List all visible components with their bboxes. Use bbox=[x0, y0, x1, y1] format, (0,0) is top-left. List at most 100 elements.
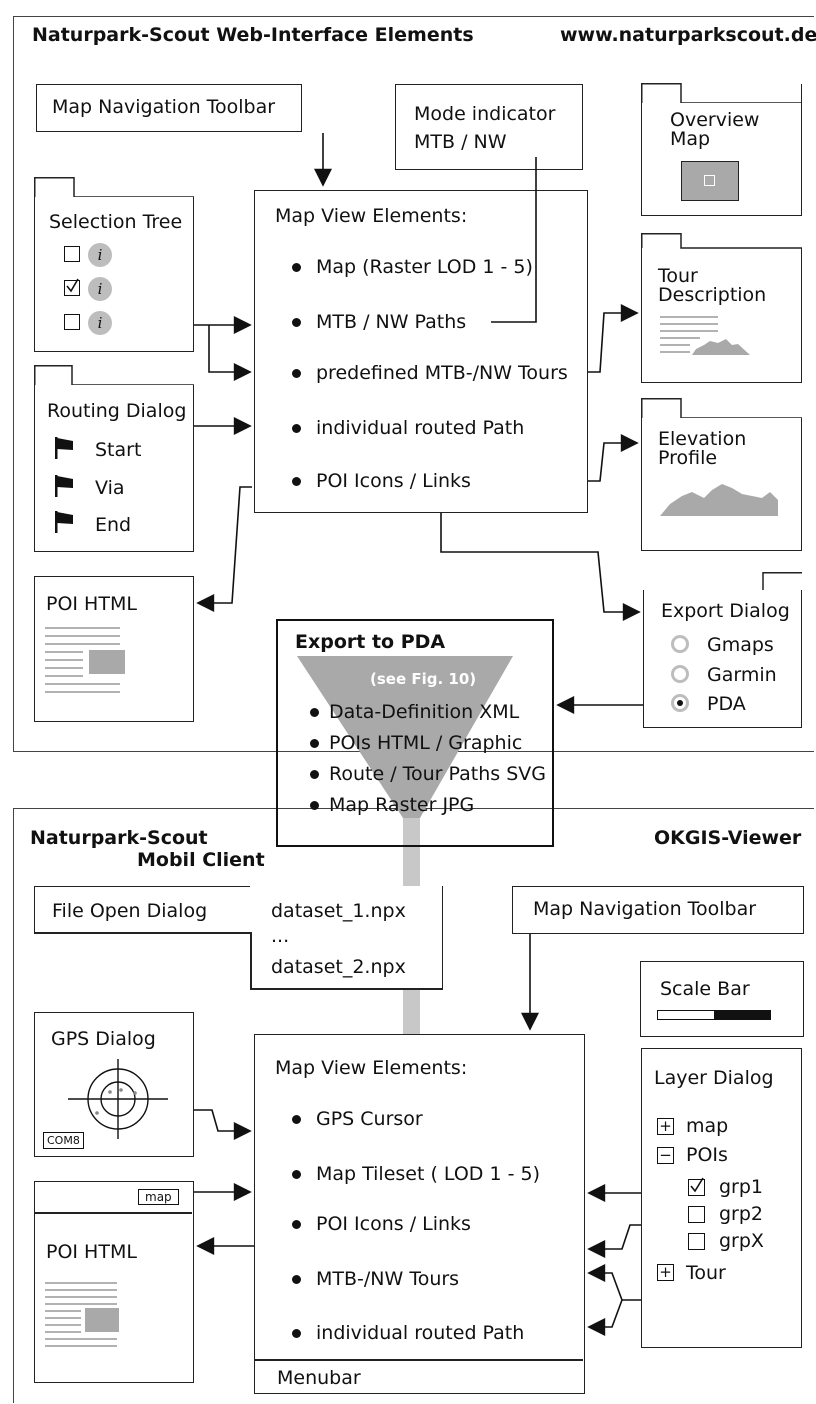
map-navigation-toolbar[interactable]: Map Navigation Toolbar bbox=[36, 84, 302, 132]
layer-dialog-panel[interactable]: Layer Dialog + map − POIs grp1 grp2 grpX… bbox=[641, 1048, 802, 1348]
layer-dialog-title: Layer Dialog bbox=[654, 1067, 774, 1089]
export-item-2: POIs HTML / Graphic bbox=[329, 732, 523, 754]
file-2[interactable]: dataset_2.npx bbox=[271, 956, 406, 978]
export-to-pda-note: (see Fig. 10) bbox=[370, 670, 477, 688]
map-tag[interactable]: map bbox=[138, 1189, 179, 1205]
gps-dialog-panel[interactable]: GPS Dialog COM8 bbox=[34, 1012, 194, 1157]
checkmark-icon bbox=[66, 278, 79, 293]
gps-dialog-title: GPS Dialog bbox=[51, 1028, 156, 1050]
overview-map-title-2: Map bbox=[670, 128, 711, 150]
radio-garmin[interactable] bbox=[671, 665, 689, 683]
info-icon[interactable]: i bbox=[88, 277, 112, 301]
poi-html-preview bbox=[45, 1282, 119, 1347]
elevation-profile-panel[interactable]: Elevation Profile bbox=[640, 398, 802, 551]
file-list[interactable] bbox=[250, 886, 443, 990]
mobile-map-item-5: individual routed Path bbox=[316, 1322, 525, 1344]
info-icon[interactable]: i bbox=[88, 243, 112, 267]
export-to-pda-box: Export to PDA (see Fig. 10) Data-Definit… bbox=[276, 619, 554, 847]
export-option-garmin: Garmin bbox=[707, 664, 777, 686]
export-option-gmaps: Gmaps bbox=[707, 634, 774, 656]
web-map-item-3: predefined MTB-/NW Tours bbox=[316, 362, 568, 384]
bullet bbox=[292, 263, 301, 272]
tour-description-preview bbox=[660, 316, 750, 355]
bullet bbox=[310, 801, 319, 810]
export-dialog-panel[interactable]: Export Dialog Gmaps Garmin PDA bbox=[643, 572, 802, 728]
layer-node-pois: POIs bbox=[686, 1144, 728, 1166]
tour-description-panel[interactable]: Tour Description bbox=[640, 233, 802, 383]
radio-gmaps[interactable] bbox=[671, 635, 689, 653]
bullet bbox=[292, 1329, 301, 1338]
routing-via[interactable]: Via bbox=[95, 477, 125, 499]
export-option-pda: PDA bbox=[707, 693, 746, 715]
tree-checkbox-1[interactable] bbox=[64, 246, 80, 262]
flag-icon bbox=[55, 511, 73, 533]
bullet bbox=[310, 739, 319, 748]
tour-description-title-2: Description bbox=[658, 284, 767, 306]
web-map-view[interactable]: Map View Elements: Map (Raster LOD 1 - 5… bbox=[254, 190, 588, 513]
web-map-item-2: MTB / NW Paths bbox=[316, 311, 467, 333]
folder-tab bbox=[640, 398, 802, 418]
web-section-title: Naturpark-Scout Web-Interface Elements bbox=[32, 24, 474, 46]
web-map-item-5: POI Icons / Links bbox=[316, 470, 471, 492]
radio-pda[interactable] bbox=[671, 694, 689, 712]
mobile-toolbar-label: Map Navigation Toolbar bbox=[533, 898, 757, 920]
selection-tree-panel[interactable]: Selection Tree i i i bbox=[33, 177, 194, 352]
info-icon[interactable]: i bbox=[88, 311, 112, 335]
viewer-title: OKGIS-Viewer bbox=[654, 827, 802, 849]
tree-checkbox-2[interactable] bbox=[64, 278, 80, 296]
expand-icon[interactable]: + bbox=[657, 1118, 674, 1135]
layer-group-x: grpX bbox=[719, 1230, 764, 1252]
overview-map-title-1: Overview bbox=[670, 109, 760, 131]
mode-indicator-label: Mode indicator bbox=[414, 103, 556, 125]
bullet bbox=[292, 1115, 301, 1124]
folder-tab bbox=[640, 233, 802, 249]
grpx-checkbox[interactable] bbox=[688, 1233, 705, 1250]
web-poi-html-panel[interactable]: POI HTML bbox=[34, 576, 194, 722]
scale-bar-panel: Scale Bar bbox=[640, 961, 804, 1037]
grp2-checkbox[interactable] bbox=[688, 1206, 705, 1223]
web-map-view-title: Map View Elements: bbox=[275, 205, 468, 227]
export-item-3: Route / Tour Paths SVG bbox=[329, 763, 546, 785]
mobile-title-line1: Naturpark-Scout bbox=[30, 827, 208, 849]
web-map-item-4: individual routed Path bbox=[316, 417, 525, 439]
mobile-map-view[interactable]: Map View Elements: GPS Cursor Map Tilese… bbox=[254, 1034, 585, 1394]
layer-node-map: map bbox=[686, 1115, 729, 1137]
bullet bbox=[292, 369, 301, 378]
bullet bbox=[292, 477, 301, 486]
flag-icons bbox=[55, 437, 73, 533]
selection-tree-title: Selection Tree bbox=[49, 211, 183, 233]
export-item-1: Data-Definition XML bbox=[329, 701, 520, 723]
tour-description-title-1: Tour bbox=[658, 265, 698, 287]
collapse-icon[interactable]: − bbox=[657, 1147, 674, 1164]
routing-end[interactable]: End bbox=[95, 514, 132, 536]
gps-port-label[interactable]: COM8 bbox=[43, 1132, 84, 1149]
routing-dialog-title: Routing Dialog bbox=[47, 400, 187, 422]
expand-icon[interactable]: + bbox=[657, 1264, 674, 1281]
mobile-map-navigation-toolbar[interactable]: Map Navigation Toolbar bbox=[512, 886, 804, 934]
folder-tab bbox=[640, 82, 802, 103]
mobile-poi-html-panel[interactable]: map POI HTML bbox=[34, 1181, 194, 1383]
menubar[interactable]: Menubar bbox=[277, 1367, 361, 1389]
layer-group-1: grp1 bbox=[719, 1176, 764, 1198]
grp1-checkbox[interactable] bbox=[688, 1177, 705, 1196]
export-item-4: Map Raster JPG bbox=[329, 794, 475, 816]
overview-map-thumbnail bbox=[681, 161, 739, 201]
elevation-profile-title-1: Elevation bbox=[658, 428, 747, 450]
elevation-chart-icon bbox=[660, 484, 778, 516]
scale-bar-icon bbox=[657, 1010, 771, 1020]
web-map-item-1: Map (Raster LOD 1 - 5) bbox=[316, 256, 533, 278]
file-1[interactable]: dataset_1.npx bbox=[271, 900, 406, 922]
mobile-map-item-1: GPS Cursor bbox=[316, 1108, 423, 1130]
routing-start[interactable]: Start bbox=[95, 439, 142, 461]
elevation-profile-title-2: Profile bbox=[658, 447, 718, 469]
routing-dialog-panel[interactable]: Routing Dialog Start Via End bbox=[33, 365, 194, 552]
bullet bbox=[292, 1275, 301, 1284]
mobile-map-item-3: POI Icons / Links bbox=[316, 1213, 471, 1235]
mode-indicator-value: MTB / NW bbox=[414, 131, 507, 153]
overview-map-panel[interactable]: Overview Map bbox=[640, 82, 802, 216]
tree-checkbox-3[interactable] bbox=[64, 314, 80, 330]
folder-tab bbox=[761, 572, 802, 590]
bullet bbox=[292, 1220, 301, 1229]
scale-bar-label: Scale Bar bbox=[660, 978, 750, 1000]
export-dialog-title: Export Dialog bbox=[661, 600, 790, 622]
